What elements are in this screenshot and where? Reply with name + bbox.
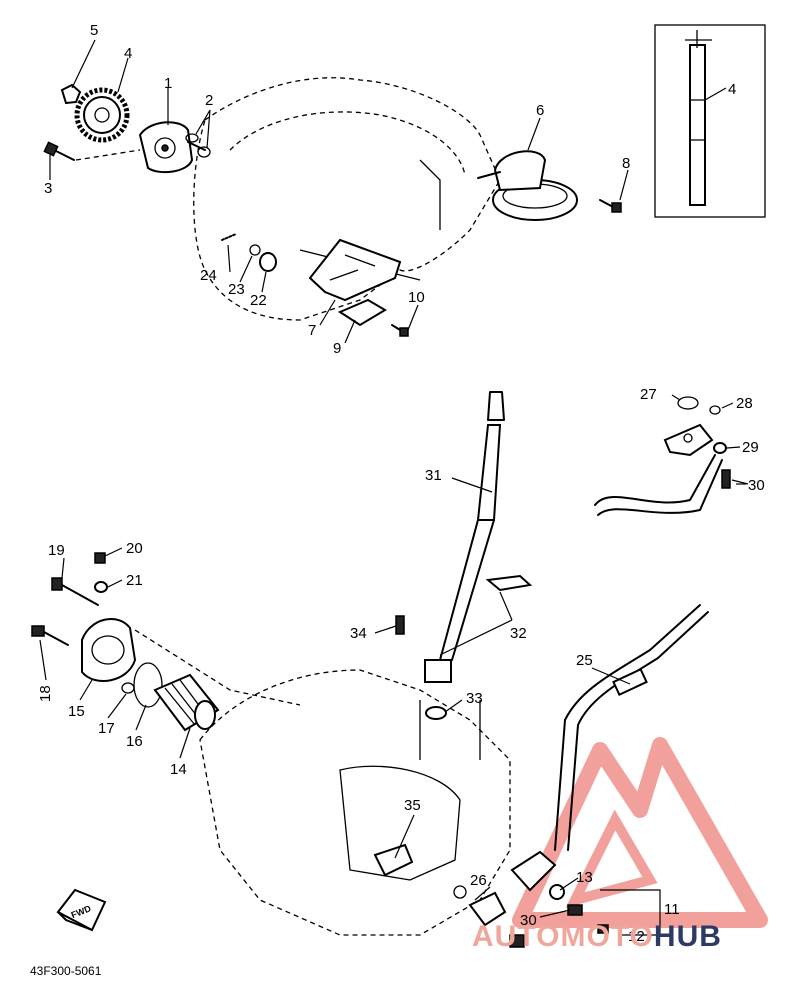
label-4: 4 xyxy=(124,45,132,62)
label-9: 9 xyxy=(333,340,341,357)
o-ring-27 xyxy=(677,396,699,410)
union-bolt-assembly xyxy=(453,850,609,948)
label-10: 10 xyxy=(408,289,425,306)
label-19: 19 xyxy=(48,542,65,559)
nut-icon xyxy=(60,83,82,105)
label-34: 34 xyxy=(350,625,367,642)
washer-28 xyxy=(709,405,721,415)
label-20: 20 xyxy=(126,540,143,557)
label-14: 14 xyxy=(170,761,187,778)
washer-29 xyxy=(713,442,727,454)
screw-8 xyxy=(599,199,622,213)
label-11: 11 xyxy=(664,901,680,918)
bolt-3 xyxy=(43,141,75,161)
label-26: 26 xyxy=(470,872,487,889)
label-7: 7 xyxy=(308,322,316,339)
label-33: 33 xyxy=(466,690,483,707)
label-35: 35 xyxy=(404,797,421,814)
oil-delivery-pipe xyxy=(554,423,723,851)
reference-code: 43F300-5061 xyxy=(30,964,102,978)
label-18: 18 xyxy=(37,685,54,702)
label-3: 3 xyxy=(44,180,52,197)
label-16: 16 xyxy=(126,733,143,750)
bolt-18 xyxy=(31,625,69,646)
label-15: 15 xyxy=(68,703,85,720)
oil-filter-cover xyxy=(81,618,137,682)
label-28: 28 xyxy=(736,395,753,412)
label-29: 29 xyxy=(742,439,759,456)
label-25: 25 xyxy=(576,652,593,669)
label-13: 13 xyxy=(576,869,593,886)
label-2: 2 xyxy=(205,92,213,109)
label-17: 17 xyxy=(98,720,115,737)
clip-32 xyxy=(485,574,533,592)
o-ring-17 xyxy=(121,682,135,694)
label-12: 12 xyxy=(628,928,645,945)
label-22: 22 xyxy=(250,292,267,309)
spring-24 xyxy=(221,233,237,241)
forward-arrow-icon: FWD xyxy=(56,888,107,932)
part-number-labels: 1 2 3 4 5 6 7 8 9 10 22 23 24 4 27 28 29… xyxy=(37,22,765,945)
label-4-inset: 4 xyxy=(728,81,736,98)
leader-lines xyxy=(39,39,749,936)
oil-filter-element xyxy=(153,673,220,732)
o-ring-16 xyxy=(133,662,163,708)
washer-21 xyxy=(94,581,108,593)
label-1: 1 xyxy=(164,75,172,92)
label-30: 30 xyxy=(748,477,765,494)
washer-23 xyxy=(249,244,261,256)
gasket-plate xyxy=(337,298,387,327)
label-5: 5 xyxy=(90,22,98,39)
plug-22 xyxy=(259,252,277,272)
lower-crankcase-outline xyxy=(199,669,511,936)
o-rings xyxy=(185,133,211,158)
label-27: 27 xyxy=(640,386,657,403)
label-8: 8 xyxy=(622,155,630,172)
label-24: 24 xyxy=(200,267,217,284)
label-30-lower: 30 xyxy=(520,912,537,929)
bracket xyxy=(308,238,402,302)
bolt-30 xyxy=(721,469,731,489)
label-31: 31 xyxy=(425,467,442,484)
bolt-10 xyxy=(391,324,409,337)
oil-pump xyxy=(138,121,206,174)
oil-level-gauge xyxy=(424,391,505,720)
label-32: 32 xyxy=(510,625,527,642)
breather-plate xyxy=(373,843,414,877)
label-6: 6 xyxy=(536,102,544,119)
oil-strainer xyxy=(477,150,578,221)
bolt-34 xyxy=(395,615,405,635)
oil-pump-sprocket xyxy=(74,87,130,143)
watermark-text: AUTOMOTOHUB xyxy=(472,920,722,953)
label-23: 23 xyxy=(228,281,245,298)
bolt-20 xyxy=(94,552,106,564)
sprocket-inset xyxy=(654,24,766,218)
label-21: 21 xyxy=(126,572,143,589)
bolt-19 xyxy=(51,577,99,606)
